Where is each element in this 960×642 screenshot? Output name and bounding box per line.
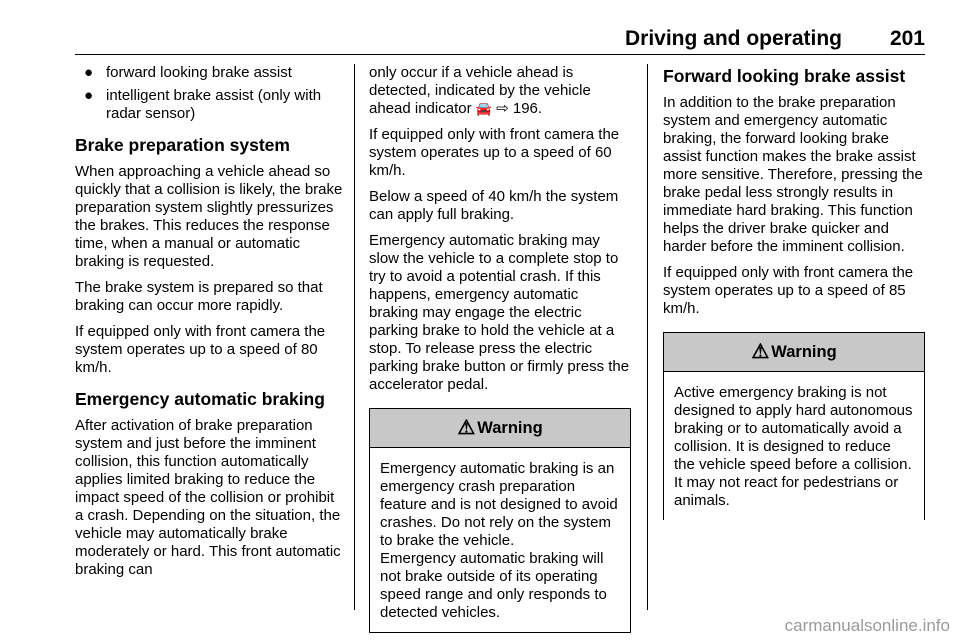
bullet-item: ● forward looking brake assist [84,64,292,81]
page-number: 201 [889,27,925,50]
paragraph: Emergency automatic braking may slow the… [369,232,630,393]
heading-brake-preparation: Brake preparation system [75,135,290,155]
paragraph: When approaching a vehicle ahead so quic… [75,163,343,270]
paragraph: The brake system is prepared so that bra… [75,279,323,314]
paragraph: Below a speed of 40 km/h the system can … [369,188,619,223]
heading-emergency-braking: Emergency automatic braking [75,389,325,409]
page-reference[interactable]: 196. [512,100,543,117]
warning-text: Emergency automatic braking is an emerge… [380,460,618,549]
column-divider-2 [647,64,648,610]
warning-box: ⚠ Warning Emergency automatic braking is… [369,408,631,633]
column-1: ● forward looking brake assist ● intelli… [75,64,343,587]
vehicle-ahead-icon: 🚘 [475,101,492,116]
paragraph: In addition to the brake preparation sys… [663,94,923,255]
page-reference-arrow-icon: ⇨ [496,100,509,117]
bullet-dot-icon: ● [84,64,94,81]
warning-triangle-icon: ⚠ [751,341,770,363]
warning-body: Active emergency braking is not designed… [664,372,924,520]
page-header: Driving and operating 201 [75,27,925,51]
warning-header: ⚠ Warning [664,333,924,372]
bullet-item: ● intelligent brake assist (only with ra… [84,87,322,122]
section-title: Driving and operating [624,27,842,50]
warning-header: ⚠ Warning [370,409,630,448]
warning-box: ⚠ Warning Active emergency braking is no… [663,332,925,520]
bullet-dot-icon: ● [84,87,94,104]
warning-body: Emergency automatic braking is an emerge… [370,448,630,632]
paragraph: After activation of brake preparation sy… [75,417,341,578]
paragraph: If equipped only with front camera the s… [369,126,620,179]
warning-triangle-icon: ⚠ [457,417,476,439]
paragraph: If equipped only with front camera the s… [663,264,914,317]
warning-text: Emergency automatic braking will not bra… [380,550,607,621]
column-2: only occur if a vehicle ahead is detecte… [369,64,631,633]
header-divider [75,54,925,55]
paragraph: only occur if a vehicle ahead is detecte… [369,64,591,117]
column-divider-1 [354,64,355,610]
heading-forward-brake-assist: Forward looking brake assist [663,66,906,86]
watermark: carmanualsonline.info [784,616,950,635]
column-3: Forward looking brake assist In addition… [663,64,925,520]
warning-text: Active emergency braking is not designed… [674,384,913,509]
paragraph: If equipped only with front camera the s… [75,323,326,376]
